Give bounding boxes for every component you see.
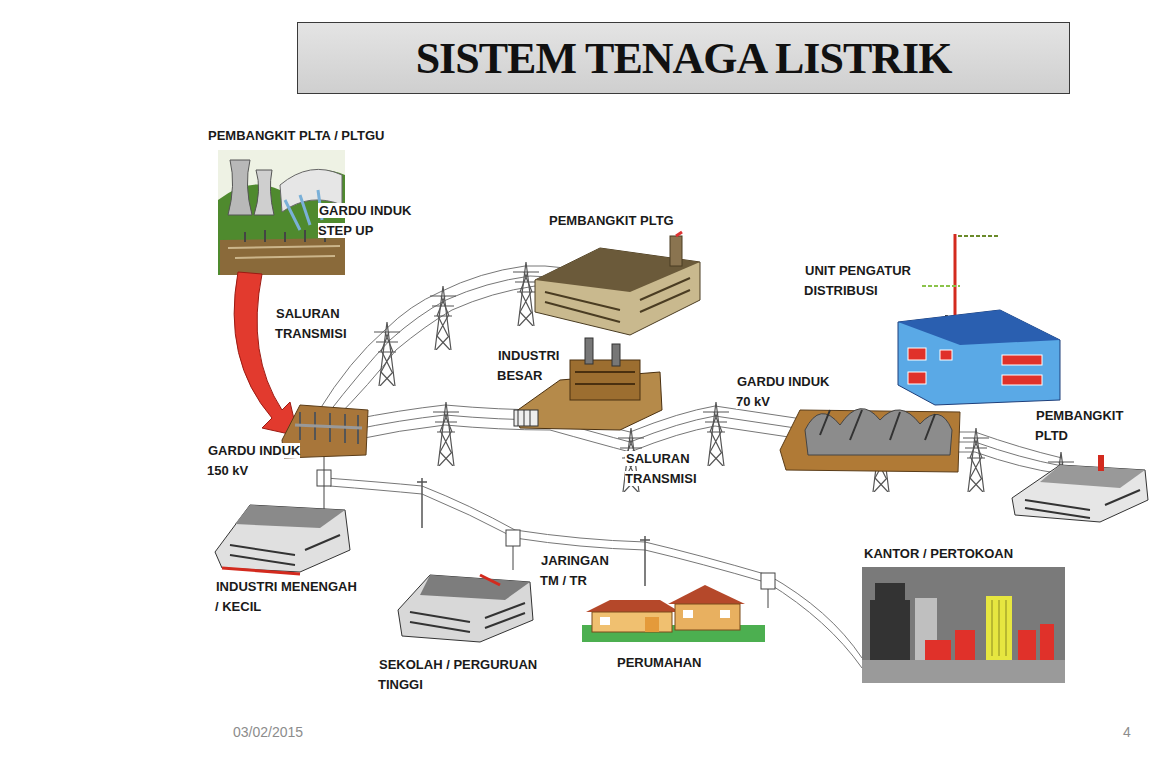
component-label: JARINGAN TM / TR — [540, 551, 630, 591]
component-label: PEMBANGKIT PLTG — [548, 211, 708, 231]
pole — [417, 478, 427, 528]
component-label: GARDU INDUK 70 kV — [736, 372, 834, 412]
label-text: GARDU INDUK 70 kV — [736, 374, 829, 409]
pylon — [703, 402, 729, 466]
pylon — [963, 428, 989, 492]
component-label: GARDU INDUK 150 kV — [207, 441, 305, 481]
label-text: SALURAN TRANSMISI — [275, 306, 348, 341]
component-label: KANTOR / PERTOKOAN — [863, 544, 1063, 564]
component-label: UNIT PENGATUR DISTRIBUSI — [804, 261, 934, 301]
dispatch-center-building — [898, 234, 1060, 405]
substation-70kv — [780, 409, 960, 472]
label-text: PEMBANGKIT PLTD — [1035, 408, 1123, 443]
label-text: INDUSTRI BESAR — [497, 348, 559, 383]
footer-text: 4 — [1122, 724, 1132, 740]
small-industry-picture — [215, 505, 350, 574]
diesel-plant-building — [1012, 455, 1148, 522]
power-flow-arrow — [234, 272, 298, 436]
component-label: INDUSTRI MENENGAH / KECIL — [215, 577, 360, 617]
component-label: PERUMAHAN — [616, 653, 736, 673]
footer-text: 4 — [1122, 722, 1152, 742]
pole — [640, 536, 650, 586]
component-label: SALURAN TRANSMISI — [275, 304, 373, 344]
distribution-line — [326, 478, 862, 668]
label-text: INDUSTRI MENENGAH / KECIL — [215, 579, 357, 614]
component-label: PEMBANGKIT PLTA / PLTGU — [207, 126, 437, 146]
component-label: SALURAN TRANSMISI — [625, 449, 723, 489]
pylon — [374, 322, 400, 386]
housing-picture — [582, 585, 765, 642]
label-text: PEMBANGKIT PLTG — [548, 213, 675, 228]
transformer-pole — [513, 546, 514, 570]
component-label: SEKOLAH / PERGURUAN TINGGI — [378, 655, 558, 695]
label-text: PERUMAHAN — [616, 655, 703, 670]
transmission-line-east — [350, 405, 1062, 474]
transformer — [506, 530, 520, 546]
school-picture — [398, 575, 533, 642]
label-text: JARINGAN TM / TR — [540, 553, 609, 588]
city-picture — [862, 567, 1065, 683]
component-label: GARDU INDUK STEP UP — [318, 201, 416, 241]
label-text: UNIT PENGATUR DISTRIBUSI — [804, 263, 911, 298]
label-text: PEMBANGKIT PLTA / PLTGU — [207, 128, 385, 143]
pylon — [430, 286, 456, 350]
label-text: GARDU INDUK STEP UP — [318, 203, 411, 238]
footer-text: 03/02/2015 — [232, 724, 304, 740]
label-text: SALURAN TRANSMISI — [625, 451, 698, 486]
title-box: SISTEM TENAGA LISTRIK — [297, 22, 1070, 94]
component-label: PEMBANGKIT PLTD — [1035, 406, 1131, 446]
pylon — [433, 402, 459, 466]
transformer-pole — [768, 589, 769, 608]
label-text: KANTOR / PERTOKOAN — [863, 546, 1014, 561]
title-text: SISTEM TENAGA LISTRIK — [416, 33, 952, 84]
transformer — [761, 573, 775, 589]
gas-plant-building — [535, 232, 700, 335]
label-text: SEKOLAH / PERGURUAN TINGGI — [378, 657, 537, 692]
label-text: GARDU INDUK 150 kV — [207, 443, 300, 478]
footer-text: 03/02/2015 — [232, 722, 332, 742]
component-label: INDUSTRI BESAR — [497, 346, 577, 386]
